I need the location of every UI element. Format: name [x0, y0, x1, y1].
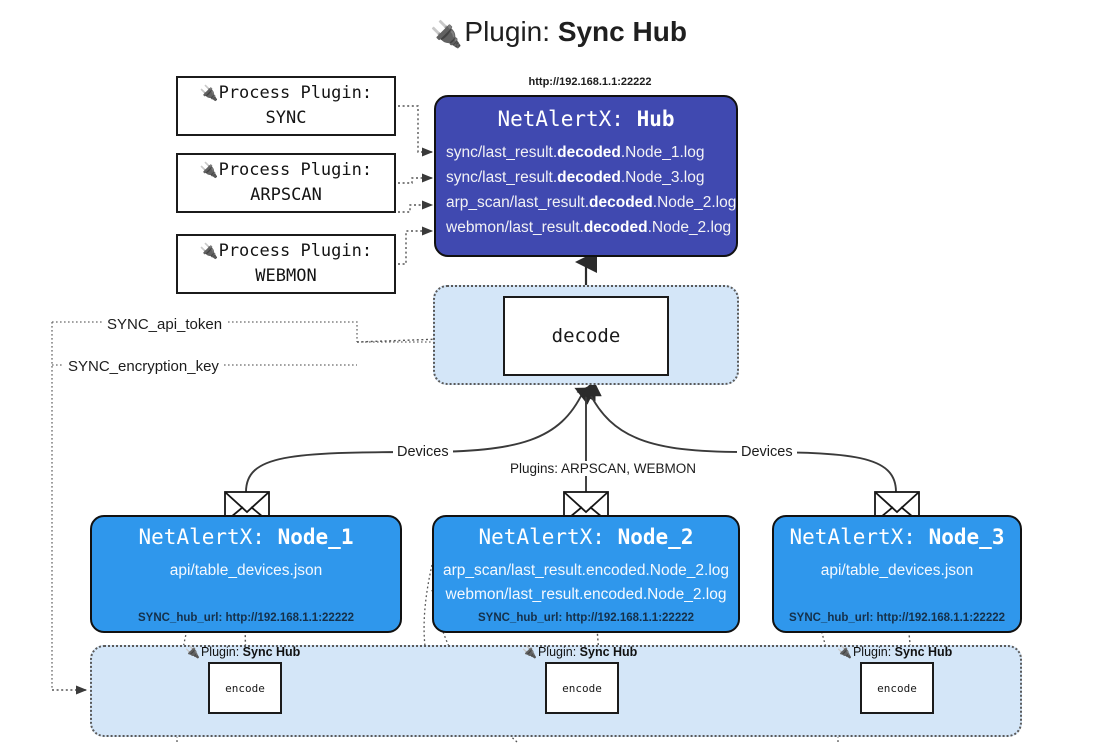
page-title-name: Sync Hub	[557, 16, 687, 47]
process-plugin-label: Process Plugin:	[218, 241, 373, 262]
process-plugin-label: Process Plugin:	[218, 83, 373, 104]
process-plugin-name: ARPSCAN	[250, 185, 322, 205]
hub-log-line: sync/last_result.decoded.Node_1.log	[446, 144, 705, 161]
node-box-3[interactable]: NetAlertX: Node_3 api/table_devices.json…	[772, 515, 1022, 633]
encode-caption-2: 🔌Plugin: Sync Hub	[522, 645, 638, 659]
process-plugin-name: SYNC	[265, 108, 307, 128]
node-hub-url: SYNC_hub_url: http://192.168.1.1:22222	[137, 612, 355, 624]
hub-title-prefix: NetAlertX:	[497, 107, 624, 131]
node-box-1[interactable]: NetAlertX: Node_1 api/table_devices.json…	[90, 515, 402, 633]
edge-label-devices-left: Devices	[393, 444, 453, 460]
hub-box[interactable]: NetAlertX: Hub sync/last_result.decoded.…	[434, 95, 738, 257]
hub-log-line: arp_scan/last_result.decoded.Node_2.log	[446, 194, 737, 212]
edge-label-plugins: Plugins: ARPSCAN, WEBMON	[506, 461, 701, 476]
plug-icon: 🔌	[199, 242, 219, 261]
process-plugin-sync[interactable]: 🔌Process Plugin: SYNC	[176, 76, 396, 136]
node-box-2[interactable]: NetAlertX: Node_2 arp_scan/last_result.e…	[432, 515, 740, 633]
plug-icon: 🔌	[837, 645, 852, 659]
process-plugin-arpscan[interactable]: 🔌Process Plugin: ARPSCAN	[176, 153, 396, 213]
plug-icon: 🔌	[185, 645, 200, 659]
encode-box-2[interactable]: encode	[545, 662, 619, 714]
plug-icon: 🔌	[522, 645, 537, 659]
node-line: api/table_devices.json	[820, 562, 974, 579]
node-title: NetAlertX: Node_2	[478, 525, 694, 549]
process-plugin-webmon[interactable]: 🔌Process Plugin: WEBMON	[176, 234, 396, 294]
node-line: arp_scan/last_result.encoded.Node_2.log	[442, 562, 730, 579]
plug-icon: 🔌	[430, 19, 463, 49]
hub-title-name: Hub	[636, 107, 675, 131]
edge-label-devices-right: Devices	[737, 444, 797, 460]
node-title: NetAlertX: Node_1	[138, 525, 354, 549]
page-title-prefix: Plugin:	[464, 16, 551, 47]
page-title: 🔌Plugin: Sync Hub	[0, 16, 1117, 50]
node-title: NetAlertX: Node_3	[789, 525, 1005, 549]
hub-log-line: webmon/last_result.decoded.Node_2.log	[446, 219, 732, 237]
edge-label-api-token: SYNC_api_token	[103, 316, 227, 333]
plug-icon: 🔌	[199, 84, 219, 103]
encode-caption-3: 🔌Plugin: Sync Hub	[837, 645, 953, 659]
node-hub-url: SYNC_hub_url: http://192.168.1.1:22222	[477, 612, 695, 624]
node-hub-url: SYNC_hub_url: http://192.168.1.1:22222	[788, 612, 1006, 624]
node-line: webmon/last_result.encoded.Node_2.log	[445, 586, 727, 604]
encode-caption-1: 🔌Plugin: Sync Hub	[185, 645, 301, 659]
decode-box[interactable]: decode	[503, 296, 669, 376]
hub-log-line: sync/last_result.decoded.Node_3.log	[446, 169, 705, 187]
encode-box-3[interactable]: encode	[860, 662, 934, 714]
hub-url-label: http://192.168.1.1:22222	[528, 76, 652, 88]
node-line: api/table_devices.json	[169, 562, 323, 579]
process-plugin-label: Process Plugin:	[218, 160, 373, 181]
edge-label-encryption-key: SYNC_encryption_key	[64, 358, 223, 375]
hub-title: NetAlertX: Hub	[436, 107, 736, 131]
encode-box-1[interactable]: encode	[208, 662, 282, 714]
process-plugin-name: WEBMON	[255, 266, 317, 286]
plug-icon: 🔌	[199, 161, 219, 180]
